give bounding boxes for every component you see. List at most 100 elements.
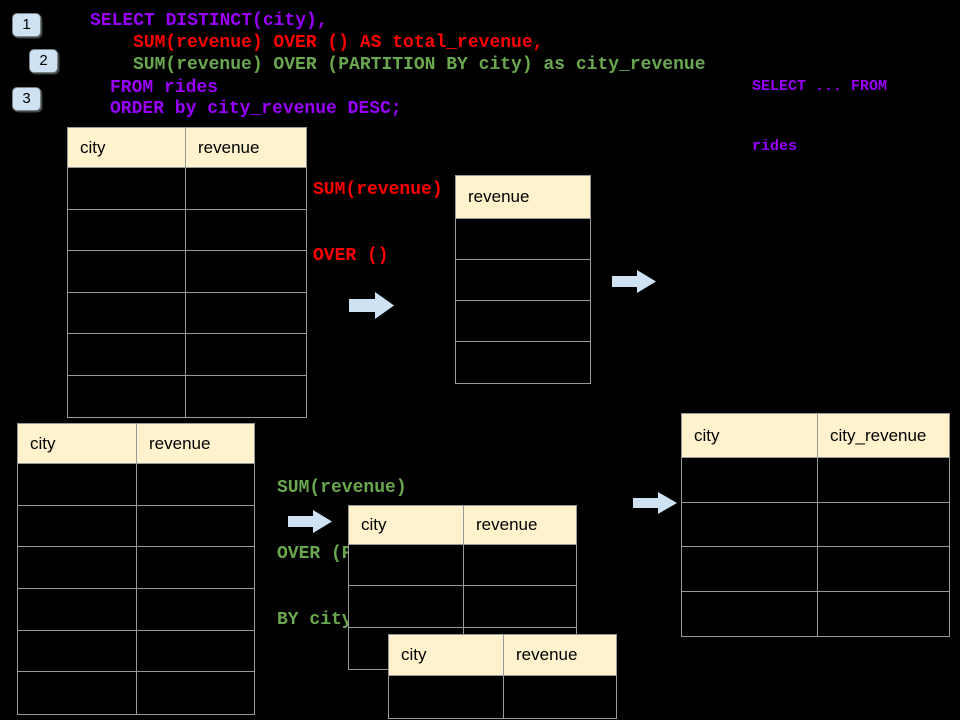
table-row: [18, 547, 254, 590]
table-header-row: city revenue: [349, 506, 576, 545]
arrow-right-icon: [612, 270, 656, 298]
table-header-row: city city_revenue: [682, 414, 949, 458]
table-row: [456, 342, 590, 383]
table-row: [68, 292, 306, 334]
table-cell: [186, 293, 306, 334]
table-cell: [682, 591, 818, 636]
side-note-line-1: SELECT ... FROM: [752, 78, 888, 95]
table-row: [18, 672, 254, 715]
table-cell: [186, 168, 306, 209]
column-header-city: city: [349, 506, 464, 544]
table-header-row: city revenue: [68, 128, 306, 168]
side-note: SELECT ... FROM rides: [752, 37, 887, 197]
table-row: [456, 260, 590, 301]
sql-line-order: ORDER by city_revenue DESC;: [110, 99, 402, 119]
table-row: [389, 676, 616, 718]
table-cell: [186, 251, 306, 292]
table-cell: [349, 586, 464, 627]
table-cell: [137, 672, 254, 714]
table-cell: [456, 342, 590, 383]
table-cell: [18, 630, 137, 672]
table-row: [18, 505, 254, 548]
table-cell: [464, 586, 576, 626]
table-cell: [137, 547, 254, 588]
table-cell: [68, 334, 186, 375]
table-row: [682, 502, 949, 547]
step-badge-1: 1: [12, 13, 41, 37]
sql-line-select: SELECT DISTINCT(city),: [90, 11, 328, 31]
table-header-row: city revenue: [18, 424, 254, 464]
table-cell: [504, 676, 616, 718]
table-cell: [682, 458, 818, 502]
table-row: [456, 301, 590, 342]
table-cell: [818, 503, 949, 547]
step-badge-3: 3: [12, 87, 41, 111]
table-cell: [186, 334, 306, 375]
table-row: [68, 168, 306, 210]
column-header-revenue: revenue: [198, 137, 260, 157]
step-badge-3-label: 3: [22, 90, 31, 107]
total-revenue-annotation-line-1: SUM(revenue): [313, 180, 443, 200]
table-row: [18, 589, 254, 631]
sql-line-partition: SUM(revenue) OVER (PARTITION BY city) as…: [133, 55, 706, 75]
table-cell: [18, 672, 137, 715]
table-row: [68, 334, 306, 376]
table-cell: [68, 292, 186, 333]
side-note-line-2: rides: [752, 138, 798, 155]
step-badge-2-label: 2: [39, 52, 48, 69]
table-source-top: city revenue: [67, 127, 307, 418]
table-cell: [18, 464, 137, 505]
arrow-right-icon: [349, 292, 394, 324]
table-row: [68, 209, 306, 251]
partition-annotation-line-1: SUM(revenue): [277, 478, 407, 498]
table-result: city city_revenue: [681, 413, 950, 637]
total-revenue-annotation: SUM(revenue) OVER (): [313, 135, 443, 311]
table-cell: [349, 545, 464, 586]
table-row: [456, 219, 590, 260]
step-badge-2: 2: [29, 49, 58, 73]
table-cell: [18, 589, 137, 630]
column-header-revenue: revenue: [516, 645, 578, 664]
table-row: [349, 545, 576, 587]
table-cell: [68, 375, 186, 417]
sql-line-from: FROM rides: [110, 78, 219, 98]
table-row: [68, 375, 306, 418]
column-header-revenue: revenue: [476, 515, 538, 534]
table-partition-back: city revenue: [388, 634, 617, 719]
table-cell: [682, 547, 818, 591]
column-header-city: city: [68, 128, 186, 167]
table-cell: [818, 458, 949, 502]
table-cell: [186, 376, 306, 418]
table-cell: [818, 592, 949, 637]
table-cell: [818, 547, 949, 591]
table-cell: [456, 219, 590, 259]
table-cell: [137, 506, 254, 547]
table-cell: [18, 505, 137, 547]
table-cell: [389, 676, 504, 718]
column-header-revenue: revenue: [149, 433, 211, 453]
table-total-revenue: revenue: [455, 175, 591, 384]
table-row: [18, 464, 254, 506]
table-cell: [186, 210, 306, 251]
table-row: [682, 458, 949, 503]
sql-line-total: SUM(revenue) OVER () AS total_revenue,: [133, 33, 544, 53]
table-row: [682, 547, 949, 592]
table-cell: [456, 260, 590, 300]
column-header-city: city: [389, 635, 504, 675]
column-header-city: city: [682, 414, 818, 457]
column-header-city_revenue: city_revenue: [830, 425, 927, 445]
column-header-city: city: [18, 424, 137, 463]
arrow-right-icon: [288, 510, 332, 538]
table-row: [68, 251, 306, 293]
total-revenue-annotation-line-2: OVER (): [313, 246, 389, 266]
table-cell: [68, 251, 186, 292]
table-cell: [18, 547, 137, 589]
table-cell: [68, 209, 186, 250]
column-header-revenue: revenue: [468, 187, 530, 206]
table-row: [682, 591, 949, 637]
table-row: [18, 630, 254, 673]
table-cell: [137, 464, 254, 505]
table-cell: [137, 631, 254, 672]
arrow-right-icon: [633, 492, 677, 519]
